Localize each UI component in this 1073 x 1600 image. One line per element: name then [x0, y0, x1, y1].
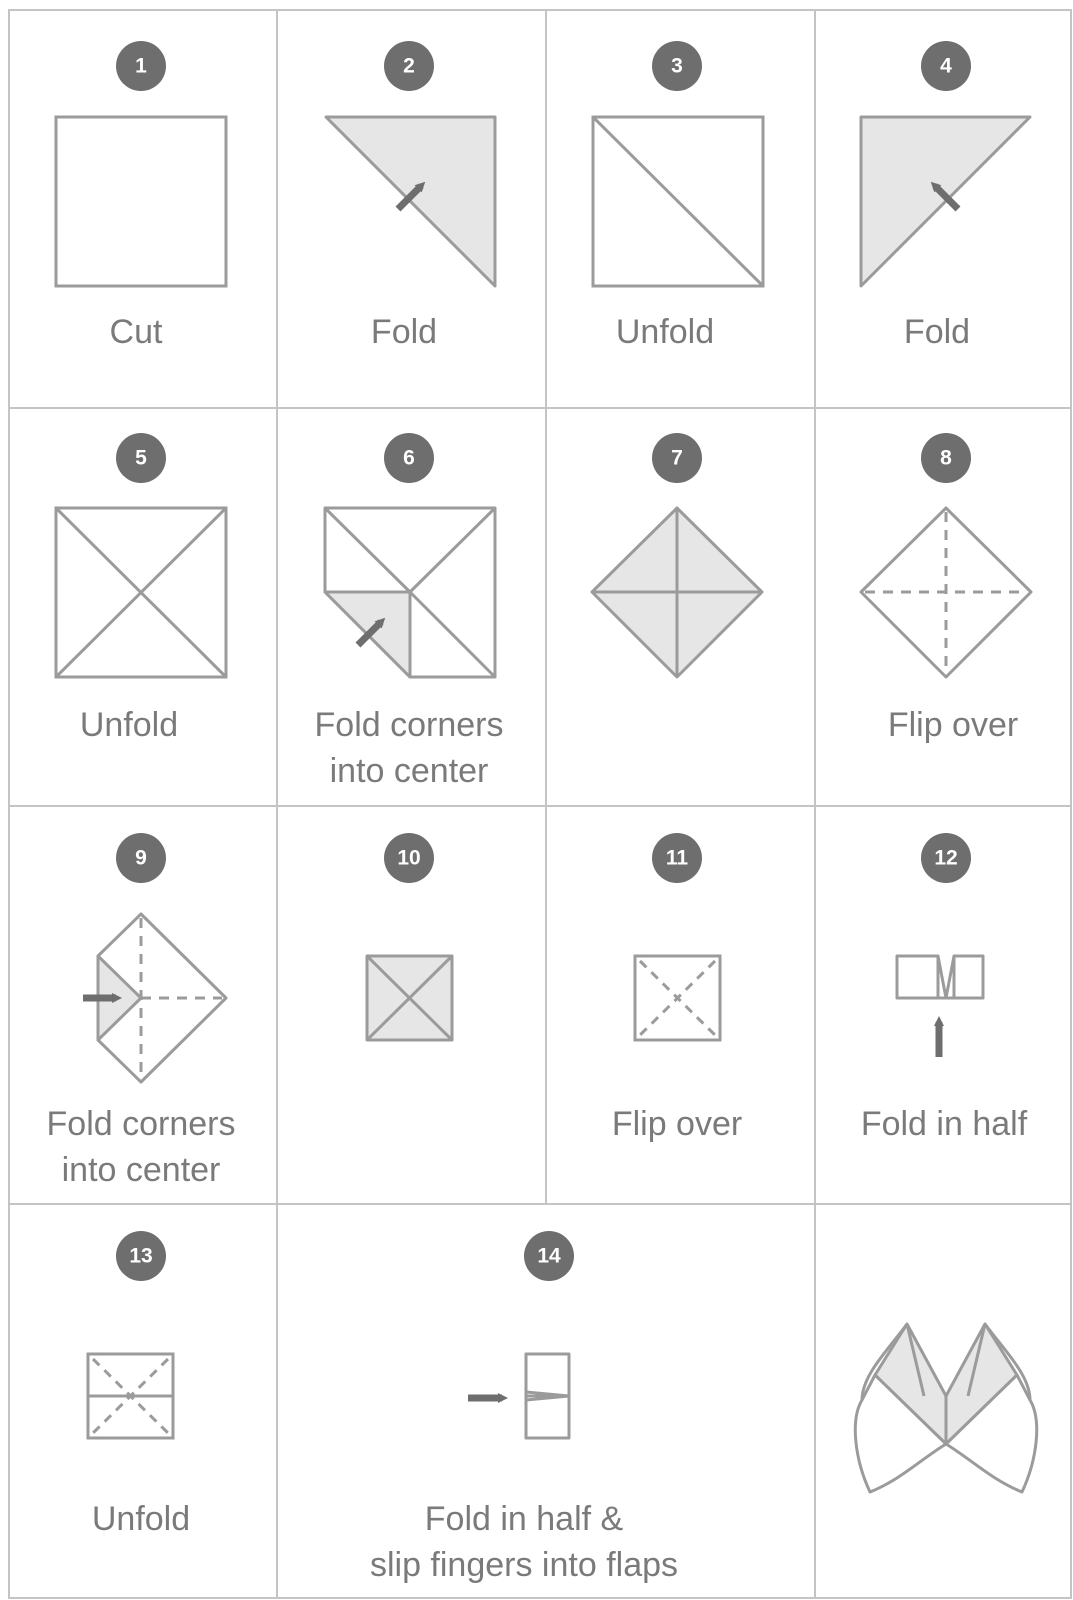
step-number: 11 — [666, 847, 689, 870]
diagonal-fold-icon — [326, 117, 495, 286]
diagonal-crease-icon — [593, 117, 763, 286]
step-number: 14 — [537, 1245, 561, 1268]
step-6: 6 Fold corners into center — [315, 433, 504, 790]
step-number: 8 — [940, 447, 952, 470]
folded-diamond-icon — [592, 508, 762, 677]
step-13: 13 Unfold — [88, 1231, 190, 1538]
half-fold-icon — [897, 956, 983, 998]
fold-in-half-icon — [526, 1354, 569, 1438]
step-8: 8 Flip over — [861, 433, 1031, 744]
step-label: into center — [62, 1151, 221, 1189]
step-number: 10 — [397, 847, 420, 870]
step-label: Flip over — [612, 1105, 742, 1143]
step-label: Fold — [371, 313, 437, 351]
corner-fold-icon — [98, 914, 226, 1082]
step-label: Unfold — [92, 1500, 190, 1538]
step-10: 10 — [367, 833, 452, 1040]
step-label: Fold in half & — [425, 1500, 624, 1538]
step-7: 7 — [592, 433, 762, 677]
corner-fold-icon — [325, 508, 495, 677]
step-number: 4 — [940, 55, 952, 78]
step-label: Cut — [110, 313, 163, 351]
step-label: Flip over — [888, 706, 1018, 744]
step-number: 5 — [135, 447, 147, 470]
small-folded-square-icon — [367, 956, 452, 1040]
step-label: Unfold — [616, 313, 714, 351]
step-label: Unfold — [80, 706, 178, 744]
step-number: 7 — [671, 447, 683, 470]
flipped-small-square-icon — [635, 956, 720, 1040]
step-5: 5 Unfold — [56, 433, 226, 744]
step-11: 11 Flip over — [612, 833, 742, 1143]
step-number: 6 — [403, 447, 415, 470]
flipped-diamond-icon — [861, 508, 1031, 677]
diagonal-fold-icon — [861, 117, 1030, 286]
step-number: 13 — [129, 1245, 152, 1268]
unfolded-small-square-icon — [88, 1354, 173, 1438]
step-label: Fold — [904, 313, 970, 351]
step-4: 4 Fold — [861, 41, 1030, 351]
step-number: 2 — [403, 55, 415, 78]
step-label: slip fingers into flaps — [370, 1546, 678, 1584]
step-1: 1 Cut — [56, 41, 226, 351]
step-number: 9 — [135, 847, 147, 870]
step-14: 14 Fold in half & slip fingers into flap… — [370, 1231, 678, 1584]
step-3: 3 Unfold — [593, 41, 763, 351]
step-2: 2 Fold — [326, 41, 495, 351]
step-number: 12 — [934, 847, 957, 870]
step-label: Fold in half — [861, 1105, 1028, 1143]
step-label: Fold corners — [315, 706, 504, 744]
step-number: 1 — [135, 55, 147, 78]
step-label: Fold corners — [47, 1105, 236, 1143]
square-paper-icon — [56, 117, 226, 286]
step-label: into center — [330, 752, 489, 790]
x-crease-square-icon — [56, 508, 226, 677]
step-12: 12 Fold in half — [861, 833, 1028, 1143]
finished-fortune-teller-icon — [855, 1324, 1036, 1492]
step-9: 9 Fold corners into center — [47, 833, 236, 1189]
step-number: 3 — [671, 55, 683, 78]
